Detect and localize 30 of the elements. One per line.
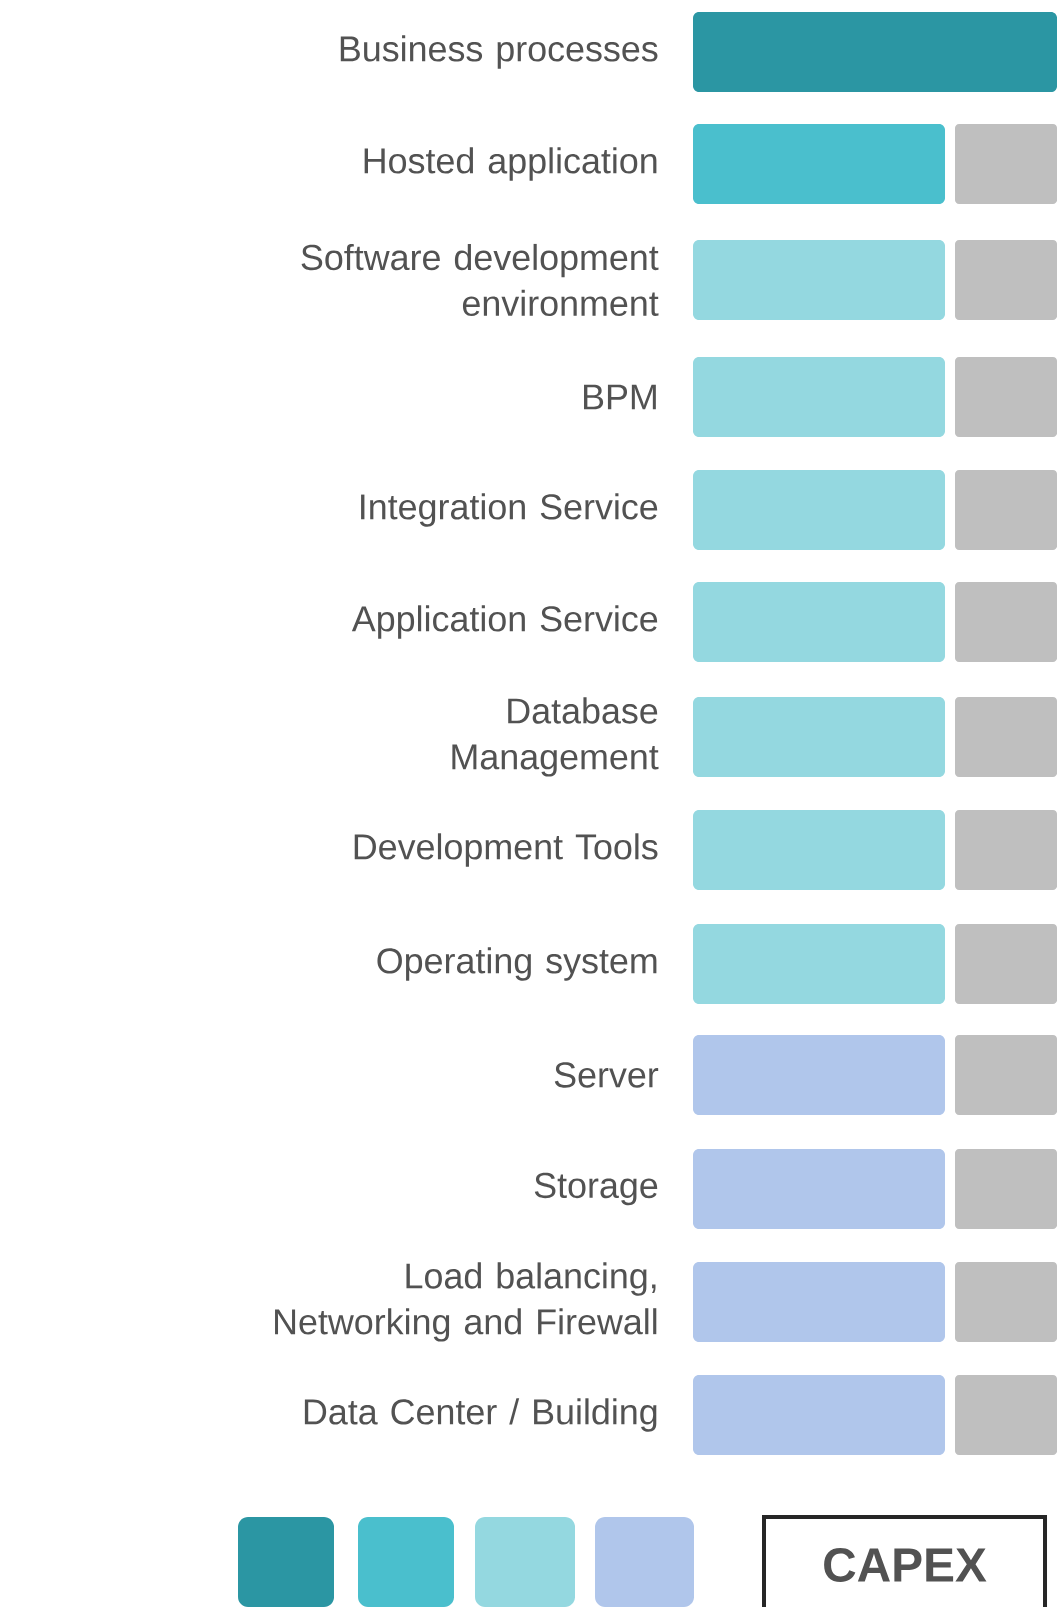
bar [955,1035,1057,1115]
bar [955,582,1057,662]
color-swatch [358,1517,454,1607]
bar [955,924,1057,1004]
bar-label: Storage [534,1172,658,1206]
bar-label: Software development environment [301,243,659,317]
bar-label: Data Center / Building [304,1398,657,1432]
bar [955,470,1057,550]
bar-label: BPM [584,384,656,410]
bar [955,1262,1057,1342]
bar [955,1375,1057,1455]
bar [955,810,1057,890]
bar-label: Operating system [377,947,657,981]
color-swatch [238,1517,334,1607]
bar [955,1149,1057,1229]
color-swatch [475,1517,575,1607]
bar-label: Development Tools [354,833,658,867]
bar-label: Business processes [340,35,658,69]
capex-box: CAPEX [762,1515,1047,1607]
bar [955,697,1057,777]
bar [955,357,1057,437]
bar-label: Hosted application [364,147,657,181]
color-swatch [595,1517,694,1607]
bar-label: Integration Service [361,493,658,527]
bar [955,124,1057,204]
bar-label: Application Service [351,605,658,639]
bar-label: Database Management [452,697,659,777]
bar-label: Server [554,1062,659,1088]
bar [955,240,1057,320]
bar-label: Load balancing, Networking and Firewall [275,1262,657,1342]
